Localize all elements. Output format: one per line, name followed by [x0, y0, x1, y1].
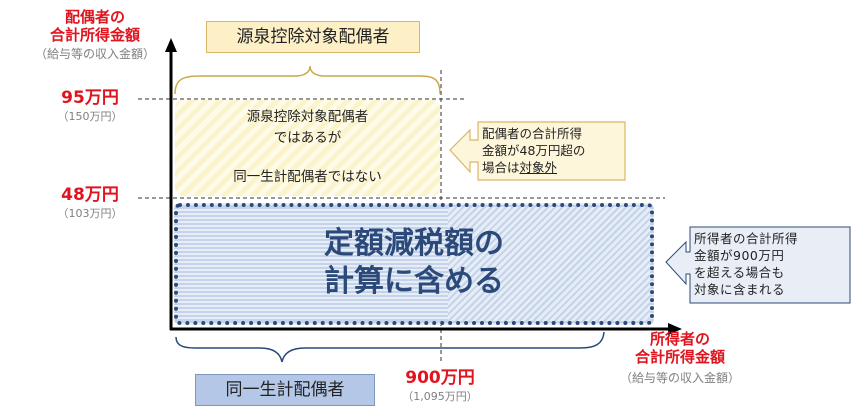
x-axis-arrowhead — [668, 323, 682, 335]
y-tick-48: 48万円 （103万円） — [30, 180, 150, 221]
y-axis-arrowhead — [165, 38, 177, 52]
x-tick-900-sub: （1,095万円） — [402, 390, 478, 403]
callout-blue-line4: 対象に含まれる — [694, 282, 786, 297]
callout-blue-shape — [665, 226, 851, 304]
callout-blue-line3: を超える場合も — [694, 265, 785, 280]
blue-line1: 定額減税額の — [324, 226, 504, 261]
blue-region-text: 定額減税額の 計算に含める — [174, 225, 654, 301]
blue-region — [174, 203, 654, 325]
x-tick-900-label: 900万円 — [405, 368, 475, 388]
yellow-line2: ではあるが — [273, 130, 342, 146]
callout-yellow-line3: 場合は対象外 — [482, 159, 622, 176]
x-axis-subtitle: （給与等の収入金額） — [619, 371, 740, 385]
callout-yellow-line3-prefix: 場合は — [482, 160, 520, 175]
x-axis-title-line1: 所得者の — [649, 330, 710, 348]
yellow-region-text: 源泉控除対象配偶者 ではあるが 同一生計配偶者ではない — [175, 107, 440, 188]
x-axis-title: 所得者の 合計所得金額 — [600, 330, 760, 366]
yellow-line3: 同一生計配偶者ではない — [233, 169, 382, 185]
y-tick-48-sub: （103万円） — [57, 207, 123, 220]
top-brace — [174, 65, 441, 95]
top-label-box: 源泉控除対象配偶者 — [206, 21, 420, 53]
callout-yellow-line1: 配偶者の合計所得 — [482, 126, 583, 141]
callout-blue-line1: 所得者の合計所得 — [694, 231, 799, 246]
yellow-line1: 源泉控除対象配偶者 — [246, 109, 369, 125]
callout-yellow-line3-underlined: 対象外 — [519, 160, 558, 175]
callout-blue-line2: 金額が900万円 — [694, 248, 785, 263]
x-axis-title-line2: 合計所得金額 — [634, 348, 725, 366]
y-tick-48-label: 48万円 — [61, 185, 119, 205]
callout-blue-text: 所得者の合計所得 金額が900万円 を超える場合も 対象に含まれる — [694, 230, 844, 298]
callout-yellow-shape — [449, 121, 626, 181]
yellow-region — [175, 100, 440, 196]
y-tick-95: 95万円 （150万円） — [30, 83, 150, 124]
bottom-brace — [175, 336, 420, 363]
blue-region-hatched — [448, 207, 650, 321]
y-axis-title-line2: 合計所得金額 — [49, 26, 140, 44]
y-axis-subtitle: （給与等の収入金額） — [34, 47, 155, 61]
bottom-label-box: 同一生計配偶者 — [195, 374, 375, 406]
blue-line2: 計算に含める — [324, 264, 504, 299]
y-tick-95-label: 95万円 — [61, 88, 119, 108]
callout-yellow-text: 配偶者の合計所得 金額が48万円超の 場合は対象外 — [482, 125, 622, 176]
y-axis-title: 配偶者の 合計所得金額 — [20, 8, 170, 44]
y-axis-title-line1: 配偶者の — [64, 8, 125, 26]
callout-yellow-line2: 金額が48万円超の — [482, 143, 586, 158]
bottom-brace-right — [420, 331, 605, 349]
y-tick-95-sub: （150万円） — [57, 110, 123, 123]
x-tick-900: 900万円 （1,095万円） — [390, 363, 490, 404]
